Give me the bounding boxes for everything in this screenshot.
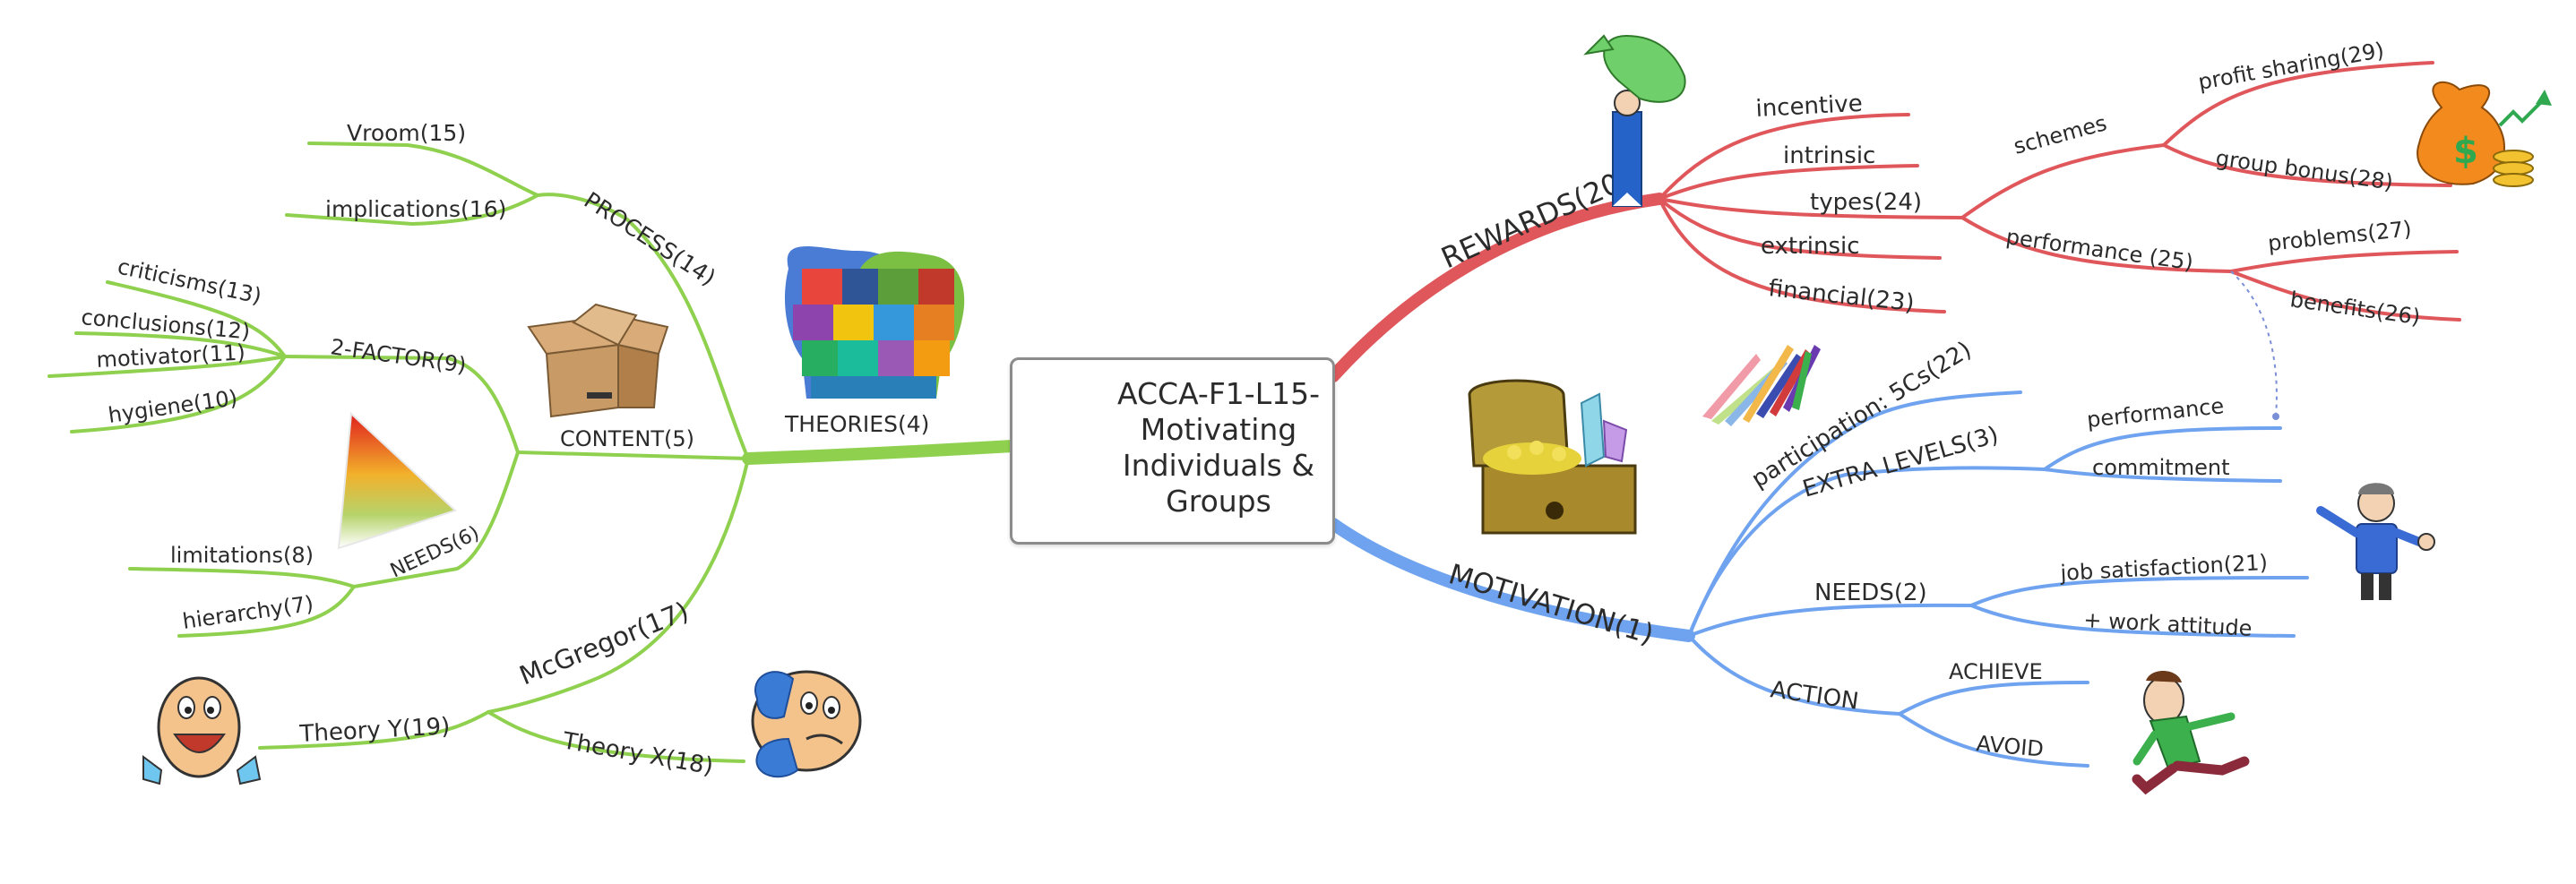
line-theory-y bbox=[258, 710, 490, 750]
dotted-connector bbox=[2230, 270, 2278, 417]
smiley-happy-icon bbox=[142, 676, 262, 785]
line-hierarchy bbox=[177, 585, 356, 638]
label-rewards: REWARDS(20) bbox=[1436, 161, 1636, 275]
label-criticisms: criticisms(13) bbox=[116, 253, 264, 308]
label-needs2: NEEDS(2) bbox=[1814, 579, 1927, 606]
label-work: + work attitude bbox=[2083, 607, 2253, 641]
line-extrinsic bbox=[1658, 197, 1942, 260]
central-topic-box[interactable] bbox=[1010, 357, 1335, 545]
line-performance25 bbox=[1960, 216, 2233, 273]
line-benefits bbox=[2229, 270, 2461, 322]
line-achieve bbox=[1898, 681, 2089, 716]
line-motivator bbox=[47, 355, 287, 378]
line-participation bbox=[1687, 391, 2022, 638]
line-incentive bbox=[1658, 113, 1910, 201]
raised-hands-icon bbox=[1702, 345, 1821, 426]
label-group-bonus: group bonus(28) bbox=[2214, 145, 2394, 194]
line-action bbox=[1687, 634, 1901, 716]
label-benefits: benefits(26) bbox=[2288, 287, 2422, 330]
label-hygiene: hygiene(10) bbox=[107, 385, 239, 428]
label-schemes: schemes bbox=[2011, 110, 2109, 159]
label-theory-x: Theory X(18) bbox=[560, 727, 715, 780]
label-vroom: Vroom(15) bbox=[347, 120, 466, 146]
running-man-icon bbox=[2132, 670, 2250, 795]
line-limitations bbox=[128, 567, 356, 588]
line-el-commitment bbox=[2043, 468, 2282, 483]
label-achieve: ACHIEVE bbox=[1949, 659, 2043, 684]
line-needs6 bbox=[352, 451, 520, 588]
label-theory-y: Theory Y(19) bbox=[298, 713, 451, 748]
line-conclusions bbox=[74, 331, 287, 358]
label-hierarchy: hierarchy(7) bbox=[181, 591, 315, 634]
label-incentive: incentive bbox=[1755, 90, 1864, 123]
line-mcgregor bbox=[487, 457, 750, 714]
label-intrinsic: intrinsic bbox=[1783, 142, 1875, 169]
trunk-rewards bbox=[1327, 193, 1666, 382]
smiley-worried-icon bbox=[751, 670, 862, 778]
line-theory-x bbox=[487, 710, 745, 763]
label-implications: implications(16) bbox=[325, 196, 506, 222]
label-action: ACTION bbox=[1769, 676, 1860, 715]
label-el-performance: performance bbox=[2086, 393, 2226, 433]
line-intrinsic bbox=[1658, 164, 1919, 201]
label-profit-sharing: profit sharing(29) bbox=[2196, 38, 2386, 95]
label-motivator: motivator(11) bbox=[96, 339, 246, 373]
label-two-factor: 2-FACTOR(9) bbox=[329, 334, 468, 378]
label-el-commitment: commitment bbox=[2092, 455, 2229, 480]
cardboard-box-icon bbox=[527, 303, 669, 418]
line-content bbox=[516, 451, 750, 460]
label-problems: problems(27) bbox=[2267, 216, 2413, 256]
line-problems bbox=[2229, 250, 2459, 273]
connector-dot bbox=[2272, 413, 2279, 420]
line-process bbox=[536, 193, 750, 460]
svg-text:$: $ bbox=[2453, 131, 2478, 172]
label-process: PROCESS(14) bbox=[580, 187, 720, 291]
trunk-theories bbox=[742, 440, 1019, 465]
line-criticisms bbox=[106, 280, 287, 358]
line-vroom bbox=[307, 142, 539, 197]
label-theories: THEORIES(4) bbox=[784, 411, 929, 437]
label-types: types(24) bbox=[1810, 189, 1922, 216]
line-financial bbox=[1658, 197, 1946, 313]
line-profit bbox=[2162, 61, 2434, 147]
label-motivation: MOTIVATION(1) bbox=[1445, 558, 1658, 651]
line-hygiene bbox=[70, 355, 287, 433]
puzzle-heads-icon bbox=[784, 246, 965, 399]
line-implications bbox=[285, 193, 539, 227]
label-content: CONTENT(5) bbox=[560, 426, 694, 451]
central-topic-title: ACCA-F1-L15- Motivating Individuals & Gr… bbox=[1116, 376, 1320, 519]
line-job bbox=[1969, 576, 2309, 607]
worker-thumbs-up-icon bbox=[2316, 483, 2435, 600]
money-bag-coins-icon: $ bbox=[2417, 81, 2552, 187]
label-performance25: performance (25) bbox=[2004, 224, 2194, 275]
trunk-motivation bbox=[1327, 518, 1695, 642]
pyramid-triangle-icon bbox=[337, 411, 457, 550]
line-avoid bbox=[1898, 712, 2089, 768]
line-schemes bbox=[1960, 143, 2166, 219]
treasure-chest-icon bbox=[1468, 379, 1637, 535]
label-extrinsic: extrinsic bbox=[1761, 233, 1860, 260]
line-extra-levels bbox=[1687, 466, 2046, 638]
line-needs2 bbox=[1687, 603, 1973, 638]
label-financial: financial(23) bbox=[1767, 275, 1916, 317]
line-work bbox=[1969, 604, 2296, 638]
line-types bbox=[1658, 197, 1964, 219]
money-bag-hand-icon bbox=[1583, 34, 1686, 207]
line-el-performance bbox=[2043, 426, 2282, 471]
line-group-bonus bbox=[2162, 143, 2452, 187]
label-avoid: AVOID bbox=[1975, 731, 2044, 761]
label-limitations: limitations(8) bbox=[170, 543, 314, 568]
line-two-factor bbox=[283, 355, 520, 454]
